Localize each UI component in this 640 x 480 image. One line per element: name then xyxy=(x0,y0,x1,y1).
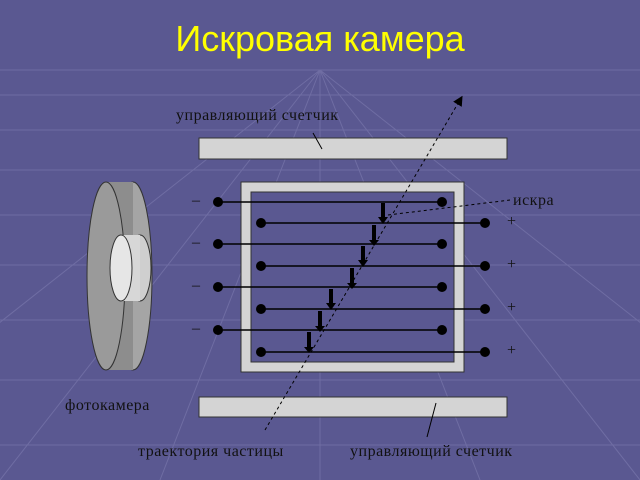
electrode-terminals xyxy=(213,197,490,357)
plus-sign: + xyxy=(507,256,517,273)
camera-icon xyxy=(86,181,153,371)
minus-sign: – xyxy=(192,234,201,251)
minus-sign: – xyxy=(192,192,201,209)
bottom-counter-plate xyxy=(198,396,508,418)
camera-label: фотокамера xyxy=(65,397,150,414)
bottom-counter-label: управляющий счетчик xyxy=(350,443,513,460)
trajectory-label: траектория частицы xyxy=(138,443,284,460)
slide-title: Искровая камера xyxy=(175,18,465,59)
top-counter-label: управляющий счетчик xyxy=(176,107,339,124)
particle-trajectory xyxy=(264,95,463,431)
electrode-plates xyxy=(218,201,485,353)
minus-sign: – xyxy=(192,277,201,294)
spark-marks xyxy=(304,203,388,353)
plus-sign: + xyxy=(507,213,517,230)
spark-pointer xyxy=(387,199,511,216)
plus-sign: + xyxy=(507,299,517,316)
plus-sign: + xyxy=(507,342,517,359)
minus-sign: – xyxy=(192,320,201,337)
top-counter-plate xyxy=(198,137,508,160)
spark-label: искра xyxy=(513,192,555,209)
